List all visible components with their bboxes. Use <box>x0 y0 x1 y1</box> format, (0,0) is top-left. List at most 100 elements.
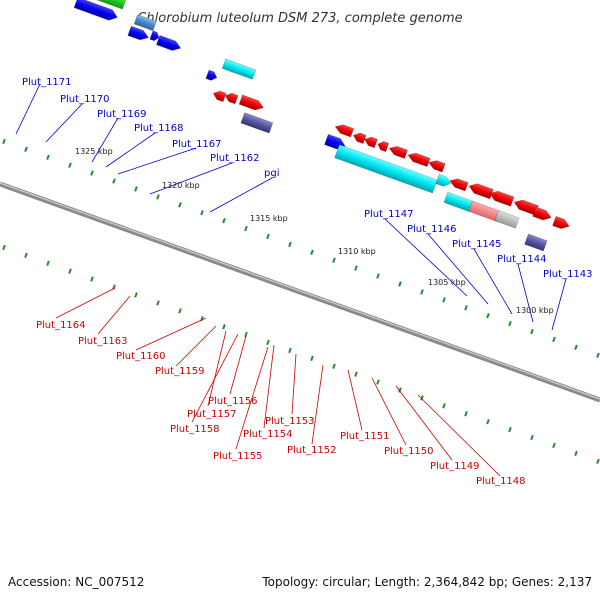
gene-plut-1161 <box>334 124 355 138</box>
gene-plut-1164 <box>238 94 264 111</box>
gene-plut-1150 <box>532 206 552 221</box>
gene-label-plut-1170: Plut_1170 <box>60 94 110 105</box>
gene-plut-1166 <box>212 90 227 103</box>
tick-dot <box>442 403 446 409</box>
tick-dot <box>134 292 138 298</box>
tick-dot <box>398 387 402 393</box>
gene-plut-1154 <box>449 178 469 192</box>
tick-dot <box>266 233 270 240</box>
tick-dot <box>244 331 248 338</box>
gene-plut-1171 <box>80 0 127 10</box>
gene-label-plut-1153: Plut_1153 <box>265 416 315 427</box>
tick-dot <box>530 328 534 335</box>
gene-pgi <box>221 58 257 80</box>
gene-plut-1148 <box>524 233 548 252</box>
tick-dot <box>464 305 468 311</box>
gene-label-plut-1147: Plut_1147 <box>364 209 414 220</box>
tick-dot <box>398 281 402 287</box>
gene-label-plut-1171: Plut_1171 <box>22 77 72 88</box>
tick-dot <box>376 379 380 385</box>
tick-dot <box>332 257 336 263</box>
gene-label-plut-1152: Plut_1152 <box>287 445 337 456</box>
tick-dot <box>156 300 160 306</box>
map-title: Chlorobium luteolum DSM 273, complete ge… <box>137 11 462 26</box>
tick-1300: 1300 kbp <box>516 306 554 315</box>
gene-label-plut-1163: Plut_1163 <box>78 336 128 347</box>
gene-label-plut-1150: Plut_1150 <box>384 446 434 457</box>
gene-plut-1167a <box>149 30 160 42</box>
tick-1310: 1310 kbp <box>338 247 376 256</box>
tick-dot <box>222 323 226 330</box>
tick-dot <box>310 249 314 256</box>
tick-dot <box>530 434 534 441</box>
tick-dot <box>222 217 226 224</box>
tick-1325: 1325 kbp <box>75 147 113 156</box>
tick-1315: 1315 kbp <box>250 214 288 223</box>
tick-1320: 1320 kbp <box>162 181 200 190</box>
tick-dot <box>332 363 336 369</box>
tick-dot <box>310 355 314 362</box>
gene-plut-1159b <box>377 141 390 153</box>
gene-label-plut-1145: Plut_1145 <box>452 239 502 250</box>
tick-dot <box>508 426 512 433</box>
upper-gene-labels: Plut_1171 Plut_1170 Plut_1169 Plut_1168 … <box>22 77 593 280</box>
tick-dot <box>24 252 28 259</box>
gene-plut-1149 <box>552 215 570 229</box>
gene-label-plut-1144: Plut_1144 <box>497 254 547 265</box>
gene-plut-1153 <box>468 183 494 200</box>
tick-1305: 1305 kbp <box>428 278 466 287</box>
gene-label-plut-1168: Plut_1168 <box>134 123 184 134</box>
tick-dot <box>178 202 182 208</box>
tick-dot <box>288 241 292 248</box>
gene-plut-1152 <box>489 190 515 207</box>
tick-dot <box>464 411 468 417</box>
tick-dot <box>508 320 512 327</box>
gene-plut-1158 <box>435 173 452 187</box>
tick-dot <box>574 450 578 457</box>
lower-leader-lines <box>55 287 501 477</box>
tick-dot <box>46 260 50 266</box>
gene-label-plut-1158: Plut_1158 <box>170 424 220 435</box>
tick-dot <box>376 273 380 279</box>
tick-dot <box>442 297 446 303</box>
tick-dot <box>354 265 358 271</box>
tick-dot <box>552 336 556 343</box>
accession-text: Accession: NC_007512 <box>8 575 144 589</box>
tick-dot <box>112 284 116 290</box>
gene-label-plut-1151: Plut_1151 <box>340 431 390 442</box>
tick-dot <box>2 244 6 251</box>
gene-label-plut-1143: Plut_1143 <box>543 269 593 280</box>
gene-plut-1163 <box>240 112 274 134</box>
tick-dot <box>288 347 292 354</box>
tick-dot <box>2 138 6 145</box>
tick-dot <box>354 371 358 377</box>
gene-track <box>73 0 570 252</box>
gene-plut-1162 <box>205 69 218 81</box>
gene-plut-1168 <box>127 25 149 41</box>
gene-label-pgi: pgi <box>264 168 279 179</box>
gene-plut-1157b <box>388 146 408 159</box>
tick-dot <box>156 194 160 200</box>
gene-label-plut-1156: Plut_1156 <box>208 396 258 407</box>
gene-plut-1150b <box>494 210 520 229</box>
tick-dot <box>486 418 490 425</box>
gene-label-plut-1160: Plut_1160 <box>116 351 166 362</box>
summary-text: Topology: circular; Length: 2,364,842 bp… <box>261 575 592 589</box>
gene-label-plut-1159: Plut_1159 <box>155 366 205 377</box>
tick-dot <box>90 276 94 282</box>
tick-dot <box>68 268 72 274</box>
tick-dot <box>420 395 424 401</box>
gene-plut-1156b <box>407 152 431 168</box>
tick-dot <box>244 225 248 232</box>
tick-dot <box>552 442 556 449</box>
scale-tick-dots <box>2 138 600 464</box>
gene-label-plut-1155: Plut_1155 <box>213 451 263 462</box>
gene-label-plut-1154: Plut_1154 <box>243 429 293 440</box>
gene-label-plut-1164: Plut_1164 <box>36 320 86 331</box>
tick-dot <box>112 178 116 184</box>
gene-plut-1161b <box>352 132 367 145</box>
tick-dot <box>134 186 138 192</box>
gene-label-plut-1162: Plut_1162 <box>210 153 260 164</box>
tick-dot <box>178 308 182 314</box>
tick-dot <box>46 154 50 160</box>
